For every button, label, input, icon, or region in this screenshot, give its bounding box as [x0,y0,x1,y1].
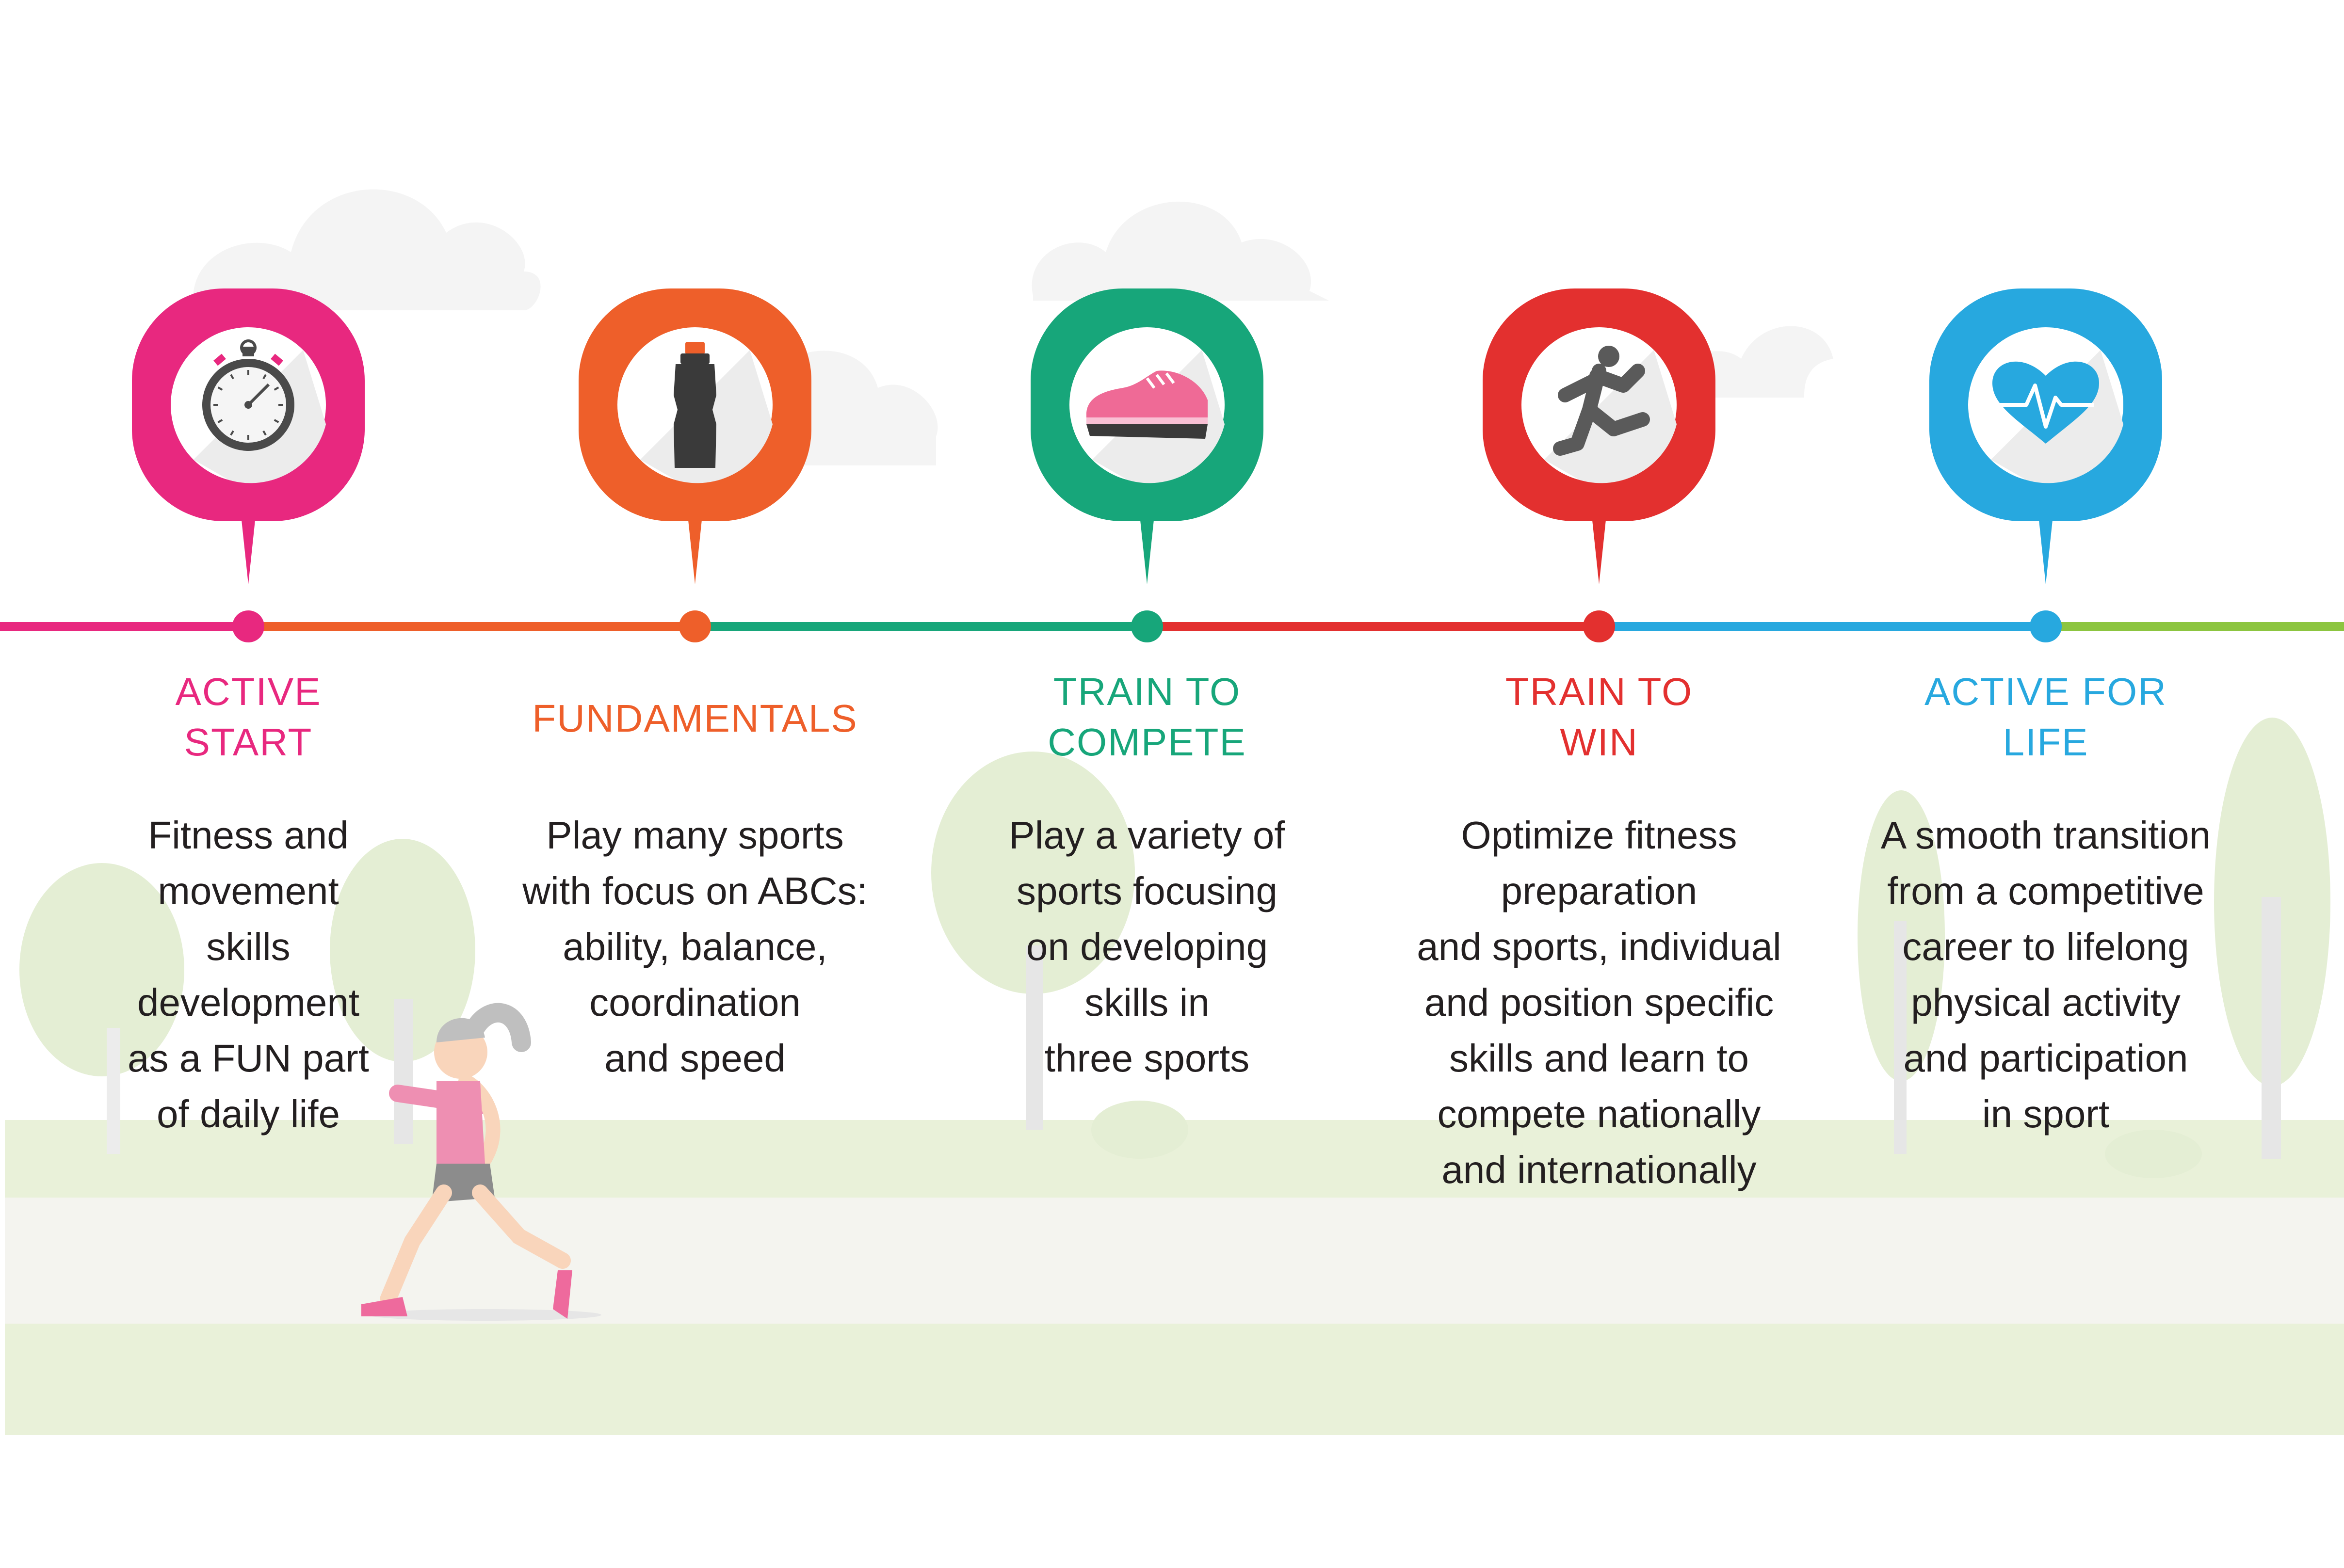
stopwatch-icon [202,339,294,451]
timeline-dot [1583,610,1615,642]
running-person-icon [1553,346,1650,456]
stage-title: ACTIVE START [175,670,322,764]
stage-pin [1031,288,1263,642]
stage-description: Optimize fitness preparation and sports,… [1417,814,1781,1191]
stage-pin [579,288,811,642]
stage-title: TRAIN TO WIN [1505,670,1693,764]
stage-description: Play many sports with focus on ABCs: abi… [522,814,868,1080]
timeline-dot [232,610,264,642]
stage-title: FUNDAMENTALS [532,697,858,740]
stage-description: Play a variety of sports focusing on dev… [1009,814,1285,1080]
stage-title: TRAIN TO COMPETE [1048,670,1246,764]
heartbeat-icon [1992,361,2099,444]
clouds [193,189,1833,465]
timeline-dot [2030,610,2062,642]
grass-field [5,1120,2344,1435]
stage-description: Fitness and movement skills development … [128,814,369,1136]
stage-pin [1483,288,1715,642]
runner-illustration [361,1003,601,1321]
stage-pin [1929,288,2162,642]
background-trees [19,718,2330,1178]
sneaker-icon [1086,370,1208,439]
stage-title: ACTIVE FOR LIFE [1924,670,2167,764]
stage-description: A smooth transition from a competitive c… [1880,814,2211,1136]
timeline-dot [679,610,711,642]
water-bottle-icon [674,342,716,468]
stage-pins [132,288,2162,642]
timeline-dot [1131,610,1163,642]
stage-pin [132,288,365,642]
